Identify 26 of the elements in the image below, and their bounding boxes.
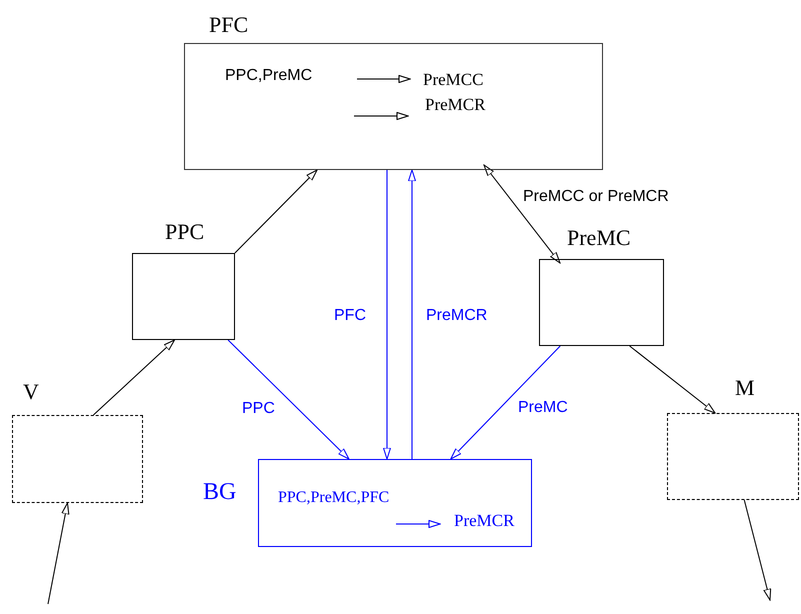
node-heading: PreMC (567, 227, 631, 249)
node-text: PPC,PreMC (225, 68, 312, 84)
edge-label: PreMC (518, 400, 568, 416)
arrow (629, 346, 716, 414)
arrow (228, 340, 350, 460)
edge-label: PPC (242, 401, 275, 417)
node-heading: PFC (209, 14, 248, 36)
arrow (450, 346, 561, 460)
arrow (484, 164, 560, 264)
arrow (744, 500, 772, 600)
arrow (92, 340, 175, 416)
arrow (234, 170, 318, 254)
arrow (48, 502, 70, 604)
node-text: PreMCR (425, 96, 486, 113)
node-text: PPC,PreMC,PFC (278, 490, 390, 506)
node-heading: PPC (165, 221, 204, 243)
arrow (408, 170, 416, 460)
edge-label: PreMCC or PreMCR (523, 189, 669, 205)
edge-label: PFC (334, 308, 366, 324)
arrow (383, 170, 391, 460)
node-text: PreMCC (423, 71, 484, 88)
node-heading: M (735, 377, 755, 399)
node-text: PreMCR (454, 512, 514, 529)
node-heading: BG (203, 480, 236, 504)
edge-label: PreMCR (426, 308, 488, 324)
node-heading: V (23, 381, 39, 403)
